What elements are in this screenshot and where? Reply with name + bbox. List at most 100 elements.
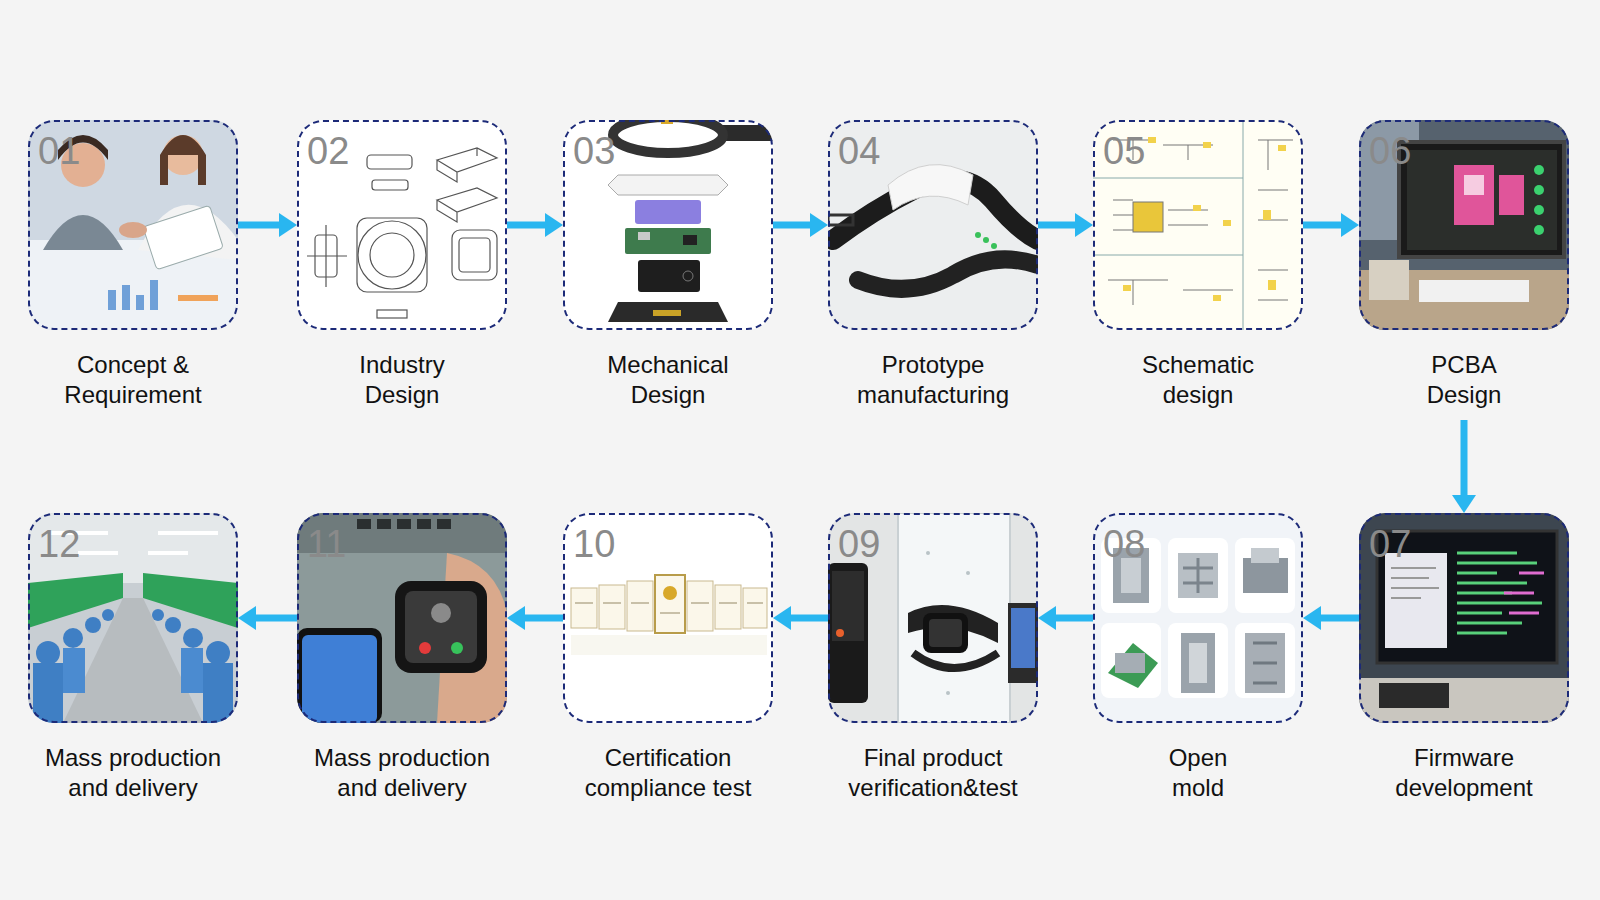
certificates-part-part: [575, 603, 763, 613]
step-caption: Industry Design: [342, 350, 462, 410]
arrow-shaft: [791, 615, 828, 622]
factory-line-part-part: [28, 513, 238, 583]
pcb-workstation-part-part: [1534, 205, 1544, 215]
step-frame: 09: [828, 513, 1038, 723]
arrow-head: [279, 213, 297, 237]
factory-line-part-part: [152, 609, 164, 621]
mold-gallery-part-part: [1115, 653, 1145, 673]
certificates-part-part: [563, 513, 773, 723]
arrow-shaft: [507, 222, 545, 229]
step-number: 07: [1369, 525, 1411, 563]
step-number: 08: [1103, 525, 1145, 563]
factory-line-part-part: [33, 663, 63, 723]
certificates-part-part: [571, 588, 597, 628]
schematic-sheet-part: [1093, 120, 1303, 330]
water-test-part-part: [946, 691, 950, 695]
watch-in-hand-part-part: [419, 642, 431, 654]
factory-line-part-part: [36, 641, 60, 665]
arrow-head: [773, 606, 791, 630]
technical-drawing-part-part: [437, 188, 497, 222]
step-frame: 10: [563, 513, 773, 723]
prototype-band-part-part: [828, 215, 853, 225]
factory-line-part-part: [203, 663, 233, 723]
mold-gallery-part-part: [1243, 558, 1288, 593]
watch-in-hand-part-part: [302, 635, 377, 723]
step-frame: 05: [1093, 120, 1303, 330]
meeting-photo-part-part: [178, 295, 218, 301]
meeting-photo-part-part: [136, 295, 144, 310]
step-number: 06: [1369, 132, 1411, 170]
watch-in-hand-part: [297, 513, 507, 723]
schematic-sheet-part-part: [1193, 205, 1201, 211]
process-step: 02Industry Design: [297, 120, 507, 420]
flow-arrow: [507, 606, 563, 630]
step-frame: 01: [28, 120, 238, 330]
pcb-workstation-part-part: [1499, 175, 1524, 215]
prototype-band-part-part: [991, 243, 997, 249]
step-number: 04: [838, 132, 880, 170]
exploded-watch-part-part: [683, 235, 697, 245]
pcb-workstation-part-part: [1464, 175, 1484, 195]
meeting-photo-part-part: [122, 285, 130, 310]
factory-line-part-part: [63, 628, 83, 648]
certificates-part-part: [715, 585, 741, 629]
step-caption: Open mold: [1158, 743, 1238, 803]
pcb-workstation-part-part: [1399, 142, 1564, 257]
meeting-photo-part: [28, 120, 238, 330]
water-test-part-part: [1008, 603, 1038, 683]
firmware-workstation-part-part: [1385, 553, 1447, 648]
arrow-shaft: [238, 222, 279, 229]
water-test-part-part: [832, 571, 864, 641]
factory-line-part-part: [28, 513, 238, 723]
technical-drawing-part-part: [367, 155, 412, 169]
factory-line-part-part: [183, 628, 203, 648]
flow-arrow: [1038, 606, 1093, 630]
pcb-workstation-part-part: [1454, 165, 1494, 225]
pcb-workstation-part-part: [1534, 185, 1544, 195]
step-caption: Mass production and delivery: [33, 743, 233, 803]
schematic-sheet: [1093, 120, 1303, 330]
factory-line-part-part: [143, 573, 238, 628]
firmware-workstation-part-part: [1379, 683, 1449, 708]
arrow-head: [238, 606, 256, 630]
meeting-photo-part-part: [150, 280, 158, 310]
step-caption: Certification compliance test: [566, 743, 771, 803]
mold-gallery-part-part: [1235, 623, 1295, 698]
pcb-workstation-part-part: [1369, 260, 1409, 300]
flow-arrow: [773, 213, 828, 237]
exploded-watch-part-part: [635, 200, 701, 224]
process-step: 11Mass production and delivery: [297, 513, 507, 813]
schematic-sheet-part-part: [1268, 280, 1276, 290]
meeting-photo-part-part: [119, 222, 147, 238]
schematic-sheet-part-part: [1093, 120, 1303, 330]
mold-gallery-part-part: [1189, 643, 1207, 683]
meeting-photo: [28, 120, 238, 330]
mold-gallery-part-part: [1101, 623, 1161, 698]
step-caption: Mechanical Design: [593, 350, 743, 410]
prototype-band: [828, 120, 1038, 330]
certificates-part-part: [599, 585, 625, 629]
step-caption: Prototype manufacturing: [846, 350, 1021, 410]
flow-arrow: [238, 213, 297, 237]
firmware-workstation-part-part: [1391, 568, 1439, 598]
firmware-workstation-part-part: [1504, 573, 1544, 613]
certificates-part-part: [655, 575, 685, 633]
factory-line-part-part: [63, 598, 203, 723]
technical-drawing-part-part: [459, 238, 490, 272]
watch-in-hand-part-part: [297, 628, 382, 723]
mold-gallery-part-part: [1181, 633, 1215, 693]
schematic-sheet-part-part: [1223, 220, 1231, 226]
watch-in-hand-part-part: [297, 513, 507, 723]
certificates: [563, 513, 773, 723]
technical-drawing-part-part: [370, 233, 414, 277]
exploded-watch-part-part: [653, 310, 681, 316]
process-step: 01Concept & Requirement: [28, 120, 238, 420]
schematic-sheet-part-part: [1133, 202, 1163, 232]
factory-line-part-part: [206, 641, 230, 665]
step-frame: 08: [1093, 513, 1303, 723]
certificates-part: [563, 513, 773, 723]
arrow-head: [1038, 606, 1056, 630]
certificates-part-part: [571, 635, 767, 655]
arrow-head: [1341, 213, 1359, 237]
